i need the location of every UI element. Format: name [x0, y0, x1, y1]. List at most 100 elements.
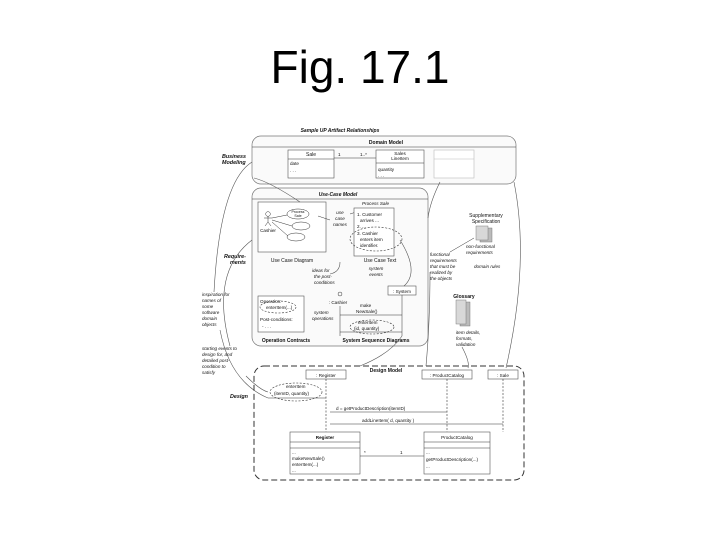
system-sequence-diagram: : Cashier : System make NewSale() system… [312, 285, 417, 336]
svg-text:Specification: Specification [472, 219, 501, 225]
svg-text:: Cashier: : Cashier [329, 300, 348, 305]
svg-text:enters item: enters item [360, 237, 383, 242]
svg-text:starting events to: starting events to [202, 346, 237, 351]
class-sli-name: Sales [394, 151, 406, 156]
class-sales-line-item: Sales LineItem quantity . . . [375, 149, 425, 179]
svg-text:conditions: conditions [314, 280, 335, 285]
svg-text:satisfy: satisfy [202, 370, 216, 375]
class-sale: Sale date . . . [287, 149, 335, 179]
svg-text:functional: functional [430, 252, 451, 257]
svg-text:...: ... [426, 450, 430, 455]
design-model-title: Design Model [370, 368, 403, 374]
use-case-diagram-label: Use Case Diagram [271, 258, 313, 264]
class-sli-name: LineItem [391, 156, 409, 161]
diagram-title: Sample UP Artifact Relationships [301, 128, 380, 134]
assoc-multiplicity-left: 1 [338, 152, 341, 157]
system-operations-note: system [314, 310, 329, 315]
use-case-model: Use-Case Model Cashier Process Sale Use … [251, 187, 429, 347]
side-label-requirements-2: ments [230, 260, 246, 266]
svg-text:makeNewSale(): makeNewSale() [292, 456, 325, 461]
svg-text:operations: operations [312, 316, 334, 321]
svg-text:Sale: Sale [294, 214, 301, 218]
svg-text:Process Sale: Process Sale [362, 201, 390, 206]
faded-class [433, 149, 475, 179]
class-register: Register ... makeNewSale() enterItem(...… [289, 431, 361, 475]
svg-text:design for, and: design for, and [202, 352, 233, 357]
svg-text:item details,: item details, [456, 330, 481, 335]
svg-text:the post-: the post- [314, 274, 332, 279]
svg-text:case: case [335, 216, 345, 221]
arrow-starting-to-design [245, 375, 269, 393]
use-case-diagram: Cashier Process Sale [257, 201, 327, 253]
ideas-note: ideas for [312, 268, 330, 273]
svg-text:Register: Register [316, 435, 335, 440]
design-model-frame [253, 365, 525, 481]
svg-text:...: ... [292, 450, 296, 455]
svg-text:objects: objects [202, 322, 217, 327]
svg-text:inspiration for: inspiration for [202, 292, 230, 297]
starting-events-note: starting events to design for, and detai… [202, 346, 237, 375]
glossary: Glossary item details, formats, validati… [453, 294, 480, 347]
class-sli-attr: quantity [378, 167, 395, 172]
svg-text:NewSale(): NewSale() [356, 309, 378, 314]
side-label-business-2: Modeling [222, 160, 246, 166]
svg-text:...: ... [426, 464, 430, 469]
class-product-catalog: ProductCatalog ... getProductDescription… [423, 431, 491, 475]
svg-text:Supplementary: Supplementary [469, 213, 503, 219]
svg-text:domain rules: domain rules [474, 264, 501, 269]
svg-text:domain: domain [202, 316, 218, 321]
svg-text:enterItem: enterItem [358, 320, 378, 325]
ssd-label: System Sequence Diagrams [343, 338, 410, 344]
svg-text:that must be: that must be [430, 264, 456, 269]
arrow-usecase-to-starting [223, 239, 253, 347]
assoc-multiplicity-right: 1..* [360, 152, 367, 157]
class-sale-attr: . . . [290, 168, 296, 173]
use-case-text-label: Use Case Text [364, 258, 397, 264]
class-sli-attr: . . . [378, 173, 384, 178]
svg-text:addLineItem( d, quantity ): addLineItem( d, quantity ) [362, 418, 415, 423]
system-events-note: system [369, 266, 384, 271]
svg-text:validation: validation [456, 342, 476, 347]
domain-model: Domain Model Sale date . . . 1 1..* Sale… [251, 135, 517, 185]
svg-text:make: make [360, 303, 372, 308]
arrow-domain-to-inspiration [213, 161, 253, 293]
svg-text:requirements: requirements [430, 258, 458, 263]
design-model: Design Model : Register : ProductCatalog… [253, 365, 525, 481]
document-icon [475, 225, 489, 241]
class-sale-name: Sale [306, 152, 316, 158]
svg-text:events: events [369, 272, 383, 277]
svg-text:ProductCatalog: ProductCatalog [441, 435, 473, 440]
svg-text:enterItem(...): enterItem(...) [266, 305, 293, 310]
svg-text:the objects: the objects [430, 276, 453, 281]
svg-text:condition to: condition to [202, 364, 226, 369]
svg-text:some: some [202, 304, 214, 309]
side-label-business-1: Business [222, 154, 246, 160]
svg-text:: ProductCatalog: : ProductCatalog [430, 373, 465, 378]
svg-text:1. Customer: 1. Customer [357, 212, 382, 217]
svg-text:1: 1 [400, 450, 403, 455]
svg-text:(itemID, quantity): (itemID, quantity) [274, 391, 309, 396]
svg-text:getProductDescription(...): getProductDescription(...) [426, 457, 479, 462]
svg-text:identifier.: identifier. [360, 243, 378, 248]
svg-text:requirements: requirements [466, 250, 494, 255]
svg-text:: Register: : Register [316, 373, 336, 378]
side-label-requirements-1: Require- [224, 254, 246, 260]
side-label-design: Design [230, 394, 249, 400]
svg-text:...: ... [292, 468, 296, 473]
slide-title: Fig. 17.1 [270, 41, 450, 93]
svg-text:software: software [202, 310, 220, 315]
svg-text:formats,: formats, [456, 336, 473, 341]
svg-text:3. Cashier: 3. Cashier [357, 231, 378, 236]
use-case-names-note: use [336, 210, 344, 215]
use-case-bubble [286, 208, 310, 220]
up-artifact-diagram: Sample UP Artifact Relationships Busines… [202, 128, 525, 481]
operation-contracts-label: Operation Contracts [262, 338, 311, 344]
svg-text:: Sale: : Sale [497, 373, 509, 378]
svg-text:Process: Process [292, 210, 305, 214]
svg-text:*: * [364, 450, 366, 455]
svg-text:d = getProductDescription(item: d = getProductDescription(itemID) [336, 406, 406, 411]
svg-text:(id, quantity): (id, quantity) [354, 326, 380, 331]
svg-text:2. ...: 2. ... [357, 224, 366, 229]
actor-cashier-label: Cashier [260, 228, 276, 233]
svg-text:enterItem: enterItem [286, 384, 306, 389]
